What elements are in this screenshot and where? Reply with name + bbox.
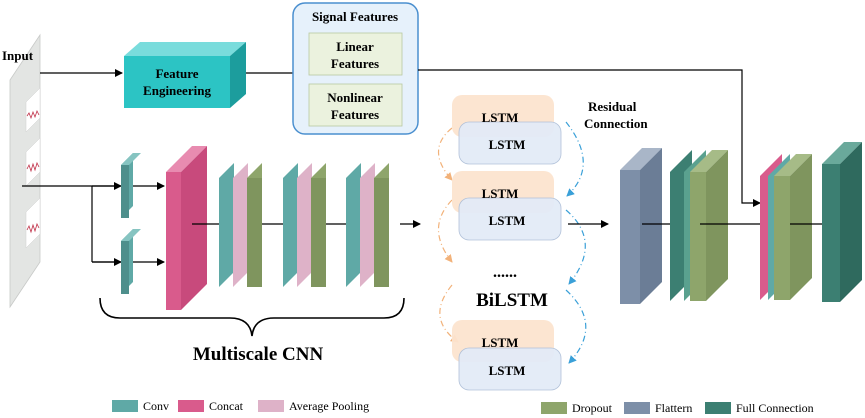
- legend-swatch-conv: [112, 400, 138, 412]
- linear-features-box: [308, 32, 403, 76]
- lstm-label-2b: LSTM: [489, 213, 526, 228]
- lstm-ellipsis: ......: [493, 264, 517, 281]
- lstm-label-2a: LSTM: [482, 186, 519, 201]
- legend-swatch-concat: [178, 400, 204, 412]
- cnn-stack-3: [346, 163, 389, 287]
- output-full-connection: [822, 142, 862, 302]
- legend-swatch-average-pooling: [258, 400, 284, 412]
- legend-swatch-flattern: [624, 402, 650, 414]
- legend-label-conv: Conv: [143, 399, 169, 413]
- lstm-label-1a: LSTM: [482, 110, 519, 125]
- feature-engineering-label-1: Feature: [155, 66, 198, 81]
- legend-right: Dropout Flattern Full Connection: [541, 401, 814, 415]
- concat-layer: [166, 146, 207, 310]
- residual-connection-label-2: Connection: [584, 116, 648, 131]
- legend-label-flattern: Flattern: [655, 401, 692, 415]
- cnn-stack-2: [283, 163, 326, 287]
- branch-lines: [22, 185, 119, 263]
- fusion-stack: [760, 154, 812, 300]
- input-label: Input: [2, 48, 34, 63]
- legend-label-dropout: Dropout: [572, 401, 613, 415]
- conv-layer-lower: [121, 229, 141, 294]
- lstm-label-3a: LSTM: [482, 335, 519, 350]
- forward-flow-arrows: [438, 127, 459, 343]
- residual-connection-label-1: Residual: [588, 99, 637, 114]
- legend-swatch-full-connection: [705, 402, 731, 414]
- legend-swatch-dropout: [541, 402, 567, 414]
- residual-connection-arrows: [565, 121, 587, 364]
- multiscale-cnn-brace: [99, 297, 405, 337]
- lstm-label-3b: LSTM: [489, 363, 526, 378]
- lstm-pair-2: [452, 171, 562, 241]
- flatten-layer: [620, 148, 662, 304]
- nonlinear-features-box: [308, 83, 403, 127]
- bilstm-label: BiLSTM: [476, 290, 548, 311]
- nonlinear-features-label-1: Nonlinear: [327, 90, 383, 105]
- arrow-signal-features-to-fusion: [418, 69, 761, 207]
- legend-left: Conv Concat Average Pooling: [112, 399, 369, 413]
- linear-features-label-2: Features: [331, 56, 379, 71]
- lstm-pair-3: [452, 320, 562, 391]
- multiscale-cnn-label: Multiscale CNN: [193, 344, 324, 365]
- input-panel: [9, 33, 41, 309]
- lstm-label-1b: LSTM: [489, 137, 526, 152]
- legend-label-concat: Concat: [209, 399, 244, 413]
- nonlinear-features-label-2: Features: [331, 107, 379, 122]
- cnn-stack-1: [219, 163, 262, 287]
- fc-dropout-stack-1: [670, 150, 728, 301]
- feature-engineering-label-2: Engineering: [143, 83, 211, 98]
- signal-features-title: Signal Features: [312, 9, 398, 24]
- conv-layer-upper: [121, 153, 141, 218]
- legend-label-average-pooling: Average Pooling: [289, 399, 369, 413]
- feature-engineering-block: [124, 42, 246, 108]
- linear-features-label-1: Linear: [336, 39, 374, 54]
- legend-label-full-connection: Full Connection: [736, 401, 814, 415]
- lstm-pair-1: [452, 95, 562, 165]
